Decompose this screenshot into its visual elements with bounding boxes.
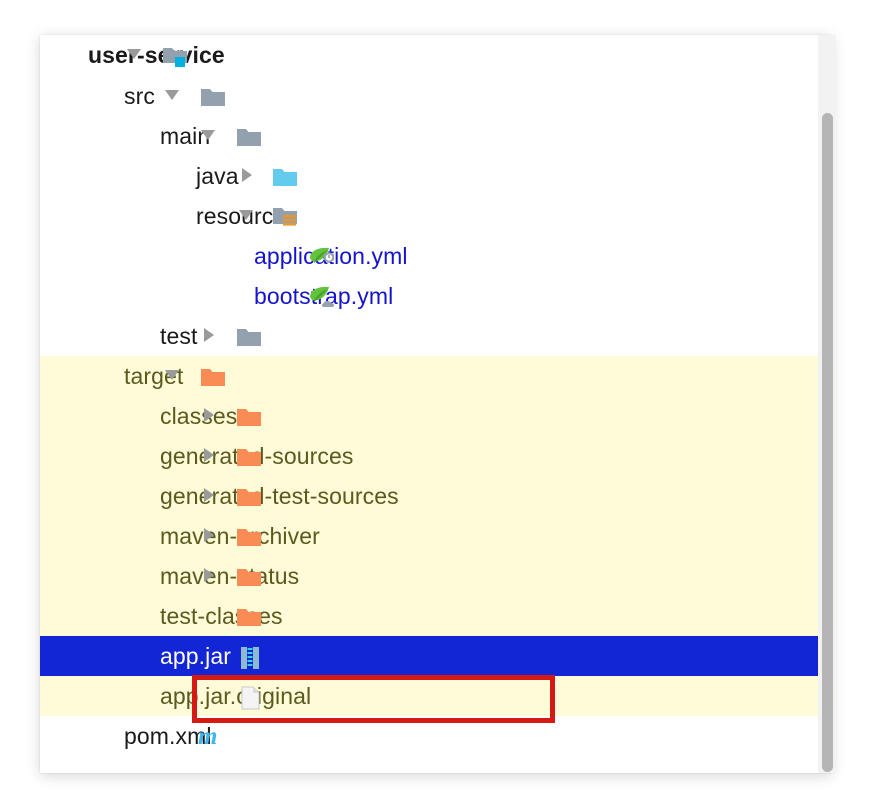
module-folder-icon (162, 45, 188, 74)
tree-row-label: src (124, 82, 155, 109)
folder-gray-icon (236, 327, 262, 354)
tree-row-test-classes[interactable]: test-classes (40, 596, 832, 636)
jar-archive-icon (238, 646, 262, 675)
tree-row-maven-archiver[interactable]: maven-archiver (40, 516, 832, 556)
tree-row-label: classes (160, 402, 238, 429)
spring-config-leaf-icon (308, 246, 338, 275)
tree-row-label: generated-test-sources (160, 482, 399, 509)
tree-row-label: java (196, 162, 239, 189)
tree-row-app-jar[interactable]: app.jar (40, 636, 832, 676)
project-tree-panel[interactable]: user-service src (40, 35, 832, 773)
tree-row-app-jar-original[interactable]: app.jar.original (40, 676, 832, 716)
file-blank-icon (240, 686, 262, 715)
vertical-scrollbar-thumb[interactable] (822, 113, 833, 772)
tree-row-java[interactable]: java (40, 156, 832, 196)
chevron-right-icon[interactable] (198, 485, 218, 510)
chevron-down-icon[interactable] (162, 364, 182, 389)
chevron-down-icon[interactable] (124, 43, 144, 68)
folder-orange-icon (236, 487, 262, 514)
folder-gray-icon (200, 87, 226, 114)
tree-row-label: test (160, 322, 198, 349)
folder-resources-icon (272, 206, 298, 235)
tree-row-label: generated-sources (40, 443, 353, 470)
tree-row-label: test-classes (160, 602, 283, 629)
folder-orange-icon (236, 607, 262, 634)
folder-orange-icon (236, 527, 262, 554)
chevron-right-icon[interactable] (198, 405, 218, 430)
tree-row-label: pom.xml (124, 722, 212, 749)
tree-row-label: maven-archiver (40, 523, 320, 550)
chevron-right-icon[interactable] (198, 525, 218, 550)
tree-row-label: maven-status (160, 562, 300, 589)
chevron-right-icon[interactable] (198, 325, 218, 350)
folder-gray-icon (236, 127, 262, 154)
chevron-right-icon[interactable] (198, 565, 218, 590)
chevron-down-icon[interactable] (236, 204, 256, 229)
maven-m-icon: m (198, 723, 218, 750)
tree-row-pom-xml[interactable]: pom.xml m (40, 716, 832, 756)
chevron-down-icon[interactable] (162, 84, 182, 109)
tree-row-user-service[interactable]: user-service (40, 35, 832, 76)
folder-orange-icon (200, 367, 226, 394)
tree-row-src[interactable]: src (40, 76, 832, 116)
tree-row-generated-test-sources[interactable]: generated-test-sources (40, 476, 832, 516)
chevron-down-icon[interactable] (198, 124, 218, 149)
tree-row-generated-sources[interactable]: generated-sources (40, 436, 832, 476)
tree-row-bootstrap-yml[interactable]: bootstrap.yml (40, 276, 832, 316)
tree-row-maven-status[interactable]: maven-status (40, 556, 832, 596)
tree-row-main[interactable]: main (40, 116, 832, 156)
tree-row-test[interactable]: test (40, 316, 832, 356)
chevron-right-icon[interactable] (198, 445, 218, 470)
tree-row-resources[interactable]: resources (40, 196, 832, 236)
tree-row-label: user-service (88, 42, 225, 68)
tree-row-label: resources (40, 203, 298, 230)
folder-source-java-icon (272, 167, 298, 194)
folder-orange-icon (236, 407, 262, 434)
tree-row-label: app.jar (160, 642, 232, 669)
tree-row-application-yml[interactable]: application.yml (40, 236, 832, 276)
tree-row-label: app.jar.original (160, 682, 312, 709)
tree-row-classes[interactable]: classes (40, 396, 832, 436)
tree-row-label: bootstrap.yml (40, 283, 393, 310)
folder-orange-icon (236, 447, 262, 474)
folder-orange-icon (236, 567, 262, 594)
chevron-right-icon[interactable] (236, 165, 256, 190)
file-tree[interactable]: user-service src (40, 35, 832, 756)
tree-row-label: main (160, 122, 211, 149)
tree-row-label: application.yml (40, 243, 408, 270)
spring-cloud-leaf-icon (308, 286, 338, 315)
tree-row-target[interactable]: target (40, 356, 832, 396)
